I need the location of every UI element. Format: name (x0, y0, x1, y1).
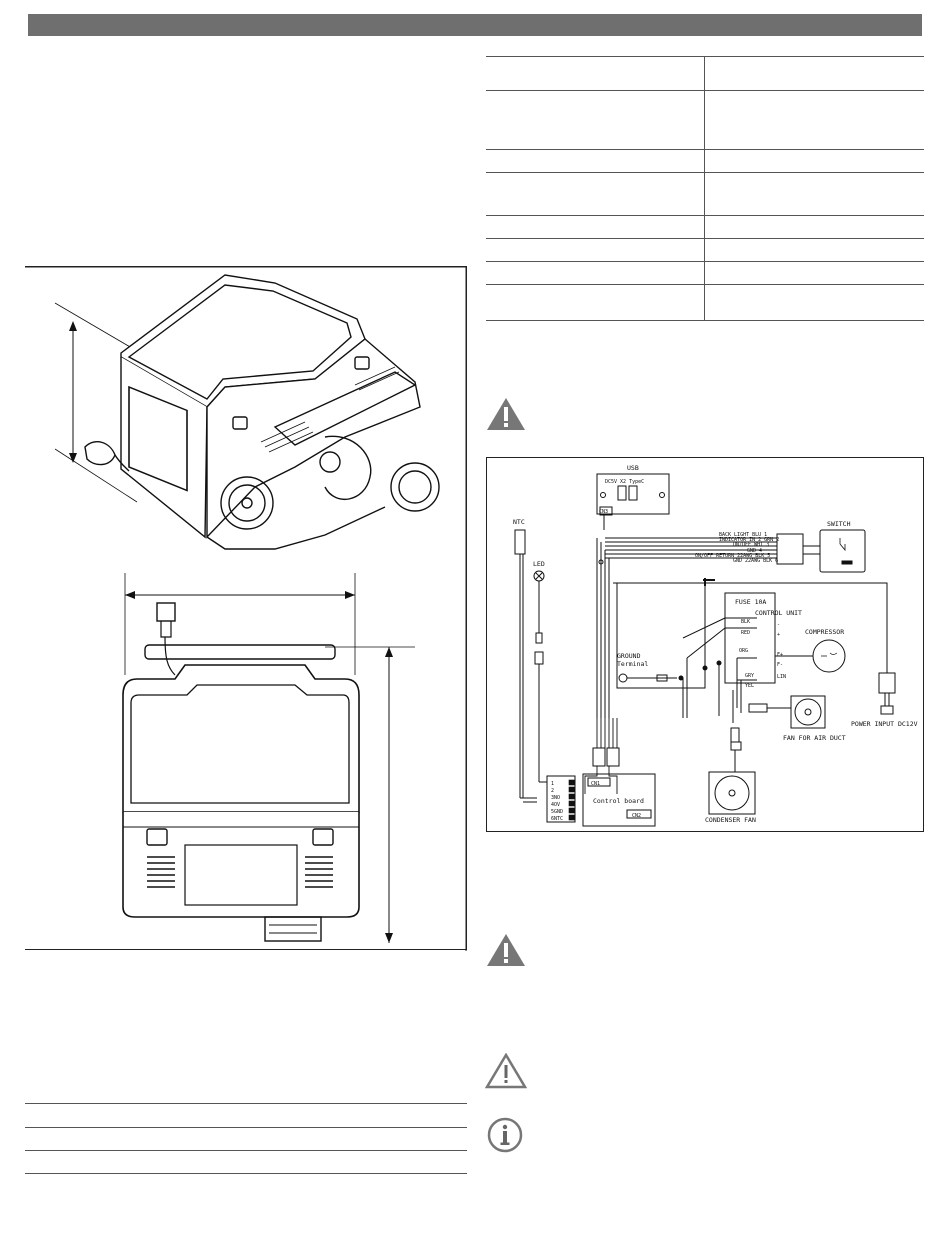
warning-icon (487, 398, 525, 430)
cb-pin-3: 3NO (551, 795, 560, 801)
ntc-label: NTC (513, 518, 525, 526)
cb-pin-5: 5GND (551, 809, 563, 815)
cu-pin-fplus: F+ (777, 652, 783, 658)
cb-pin-2: 2 (551, 788, 554, 794)
header-bar (28, 14, 922, 36)
wiring-diagram: USB DC5V X2 TypeC CN3 NTC LED SWITCH BAC… (486, 457, 924, 832)
condenser-fan-label: CONDENSER FAN (705, 816, 756, 824)
cn1-label: CN1 (591, 781, 600, 787)
fuse-label: FUSE 10A (735, 598, 766, 606)
wiring-drawing: USB DC5V X2 TypeC CN3 NTC LED SWITCH BAC… (513, 464, 918, 827)
cb-pin-1: 1 (551, 781, 554, 787)
cu-pin-lin: LIN (777, 674, 786, 680)
caution-icon (485, 1053, 527, 1089)
ground-terminal-label-2: Terminal (617, 660, 648, 668)
product-drawing (25, 266, 467, 951)
wire-org-label: ORG (739, 648, 748, 654)
spec-table-top (486, 56, 924, 321)
cb-pin-6: 6NTC (551, 816, 563, 822)
switch-line-1: BACK LIGHT BLU 1 (719, 532, 767, 538)
cn2-label: CN2 (632, 813, 641, 819)
spec-table-bottom (25, 1103, 467, 1175)
power-input-label: POWER INPUT DC12V (851, 720, 918, 728)
switch-line-6: GND 22AWG BLK 6 (733, 558, 778, 564)
cb-pin-4: 4OV (551, 802, 560, 808)
product-figure (25, 266, 467, 951)
switch-label: SWITCH (827, 520, 851, 528)
usb-spec: DC5V X2 TypeC (605, 479, 644, 485)
led-label: LED (533, 560, 545, 568)
cu-pin-fminus: F- (777, 662, 783, 668)
cn3-label: CN3 (599, 509, 608, 515)
warning-icon (487, 934, 525, 966)
wire-yel-label: YEL (745, 683, 754, 689)
switch-line-3: ON/OFF WHT 3 (733, 542, 769, 548)
switch-line-2: INDICATOR IN 2 GRN 2 (719, 537, 779, 543)
switch-line-4: GND 4 (747, 548, 762, 554)
fan-air-duct-label: FAN FOR AIR DUCT (783, 734, 846, 742)
info-icon (487, 1117, 523, 1153)
usb-label: USB (627, 464, 639, 472)
wire-red-label: RED (741, 630, 750, 636)
cu-pin-minus: - (777, 622, 780, 628)
compressor-label: COMPRESSOR (805, 628, 844, 636)
cu-pin-plus: + (777, 632, 780, 638)
control-board-label: Control board (593, 797, 644, 805)
wire-gry-label: GRY (745, 673, 754, 679)
switch-line-5: ON/OFF RETURN 22AWG BLK 5 (695, 553, 770, 559)
control-unit-label: CONTROL UNIT (755, 609, 802, 617)
wire-blk-label: BLK (741, 619, 750, 625)
ground-terminal-label: GROUND (617, 652, 641, 660)
